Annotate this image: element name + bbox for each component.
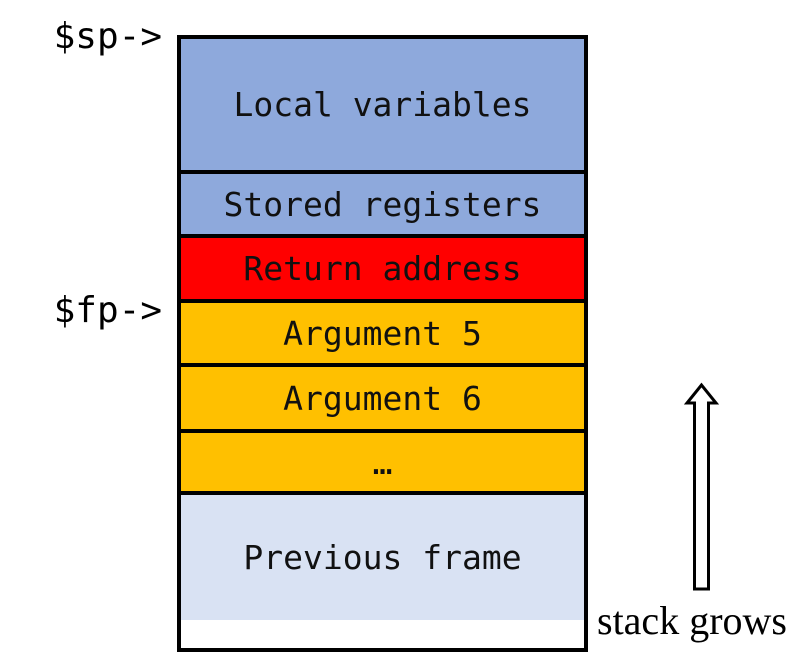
stack-grows-caption: stack grows bbox=[597, 598, 787, 643]
stack-row-local-variables: Local variables bbox=[181, 39, 584, 170]
stack-frame-box: Local variables Stored registers Return … bbox=[177, 35, 588, 652]
stack-row-argument-5: Argument 5 bbox=[181, 299, 584, 363]
stack-row-return-address: Return address bbox=[181, 234, 584, 299]
stack-row-ellipsis: … bbox=[181, 429, 584, 491]
stack-row-argument-6: Argument 6 bbox=[181, 363, 584, 429]
stack-pointer-label: $sp-> bbox=[53, 16, 162, 57]
stack-row-stored-registers: Stored registers bbox=[181, 170, 584, 234]
frame-pointer-label: $fp-> bbox=[53, 290, 162, 331]
stack-row-previous-frame: Previous frame bbox=[181, 491, 584, 620]
stack-grows-up-arrow-icon bbox=[683, 382, 720, 591]
